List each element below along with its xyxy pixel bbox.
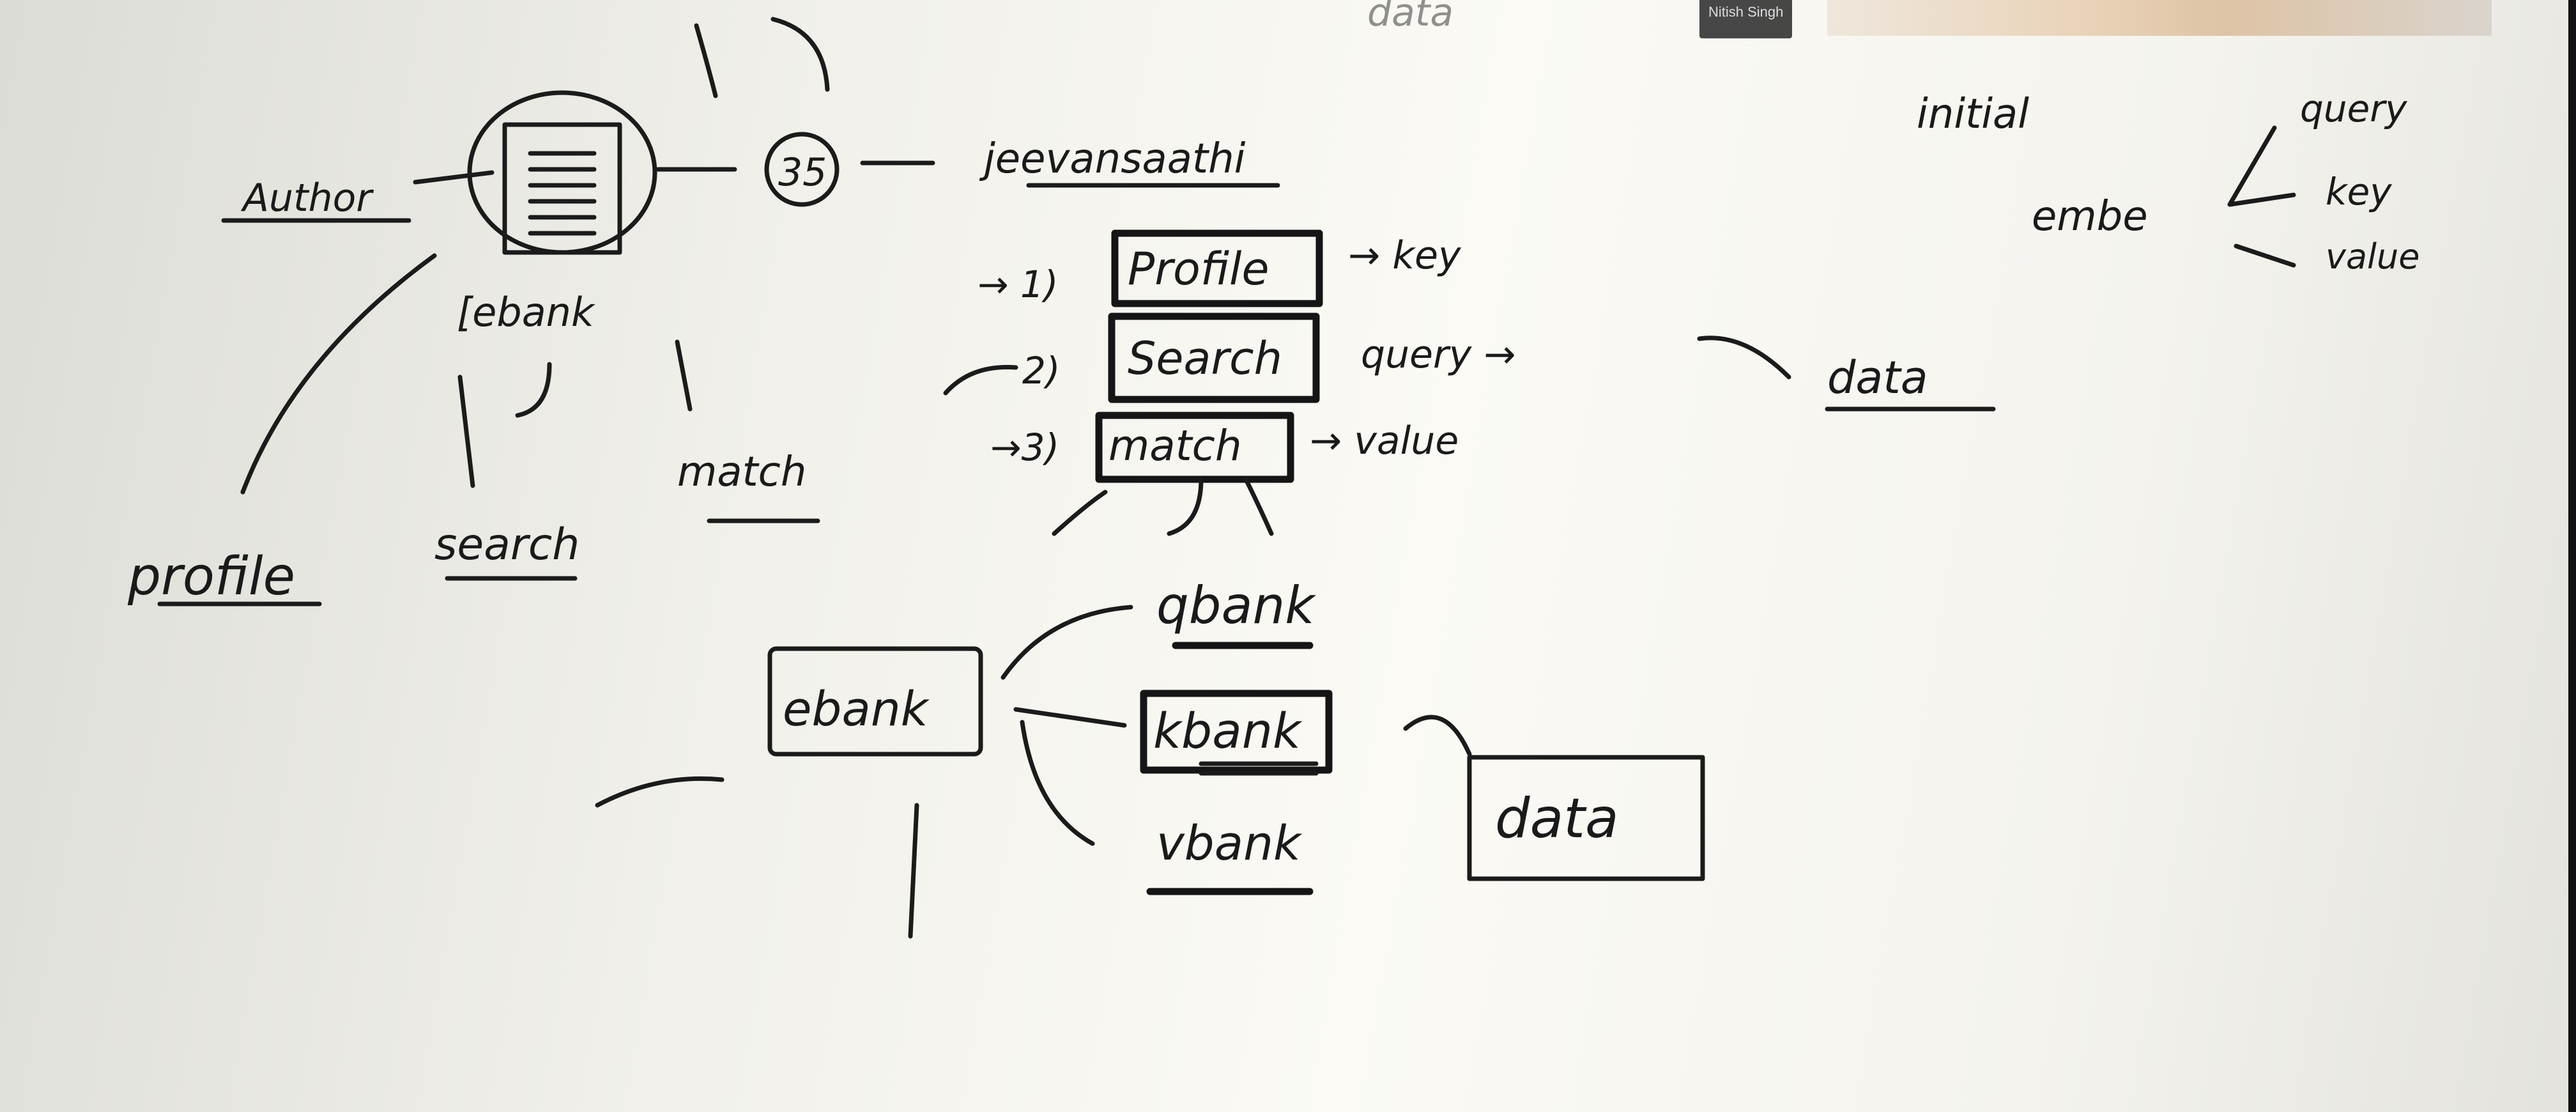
label-profile-left: profile bbox=[127, 546, 295, 607]
branch-arrow-value bbox=[2234, 243, 2296, 268]
step2-box-label: Search bbox=[1128, 332, 1282, 385]
arrow-to-search bbox=[457, 375, 475, 488]
step2-prefix: 2) bbox=[1022, 349, 1061, 392]
arrow-to-kbank bbox=[1013, 707, 1127, 728]
kbank-box bbox=[1140, 690, 1333, 774]
label-match-left: match bbox=[677, 449, 806, 496]
curve-up-arrow bbox=[515, 362, 552, 418]
label-author: Author bbox=[240, 176, 374, 220]
document-lines bbox=[528, 151, 597, 236]
label-qbank: qbank bbox=[1156, 576, 1316, 635]
label-jeevansaathi: jeevansaathi bbox=[979, 135, 1246, 183]
arrow-into-match-3 bbox=[1243, 477, 1274, 536]
label-kbank: kbank bbox=[1153, 702, 1303, 759]
arrow-to-data-box bbox=[1403, 714, 1472, 757]
arrow-into-ebank bbox=[595, 776, 724, 808]
screen-bezel bbox=[2568, 0, 2576, 1112]
ebank-box bbox=[767, 646, 983, 757]
presenter-video-thumbnail bbox=[1827, 0, 2492, 36]
step3-prefix: →3) bbox=[990, 426, 1059, 469]
arrow-to-profile bbox=[240, 253, 437, 495]
arrow-to-vbank bbox=[1020, 720, 1095, 846]
step3-output: → value bbox=[1310, 419, 1459, 463]
arrow-into-match-1 bbox=[1052, 490, 1108, 536]
arrow-down-2 bbox=[770, 17, 830, 92]
step1-output: → key bbox=[1348, 233, 1462, 278]
arrow-author-doc bbox=[413, 170, 494, 185]
document-circle bbox=[467, 90, 657, 255]
label-key-right: key bbox=[2326, 170, 2392, 213]
label-ebank-box: ebank bbox=[783, 682, 930, 737]
label-vbank: vbank bbox=[1156, 816, 1303, 871]
number-circle bbox=[764, 132, 839, 207]
label-search-left: search bbox=[434, 520, 579, 570]
search-box bbox=[1108, 313, 1320, 403]
label-value-right: value bbox=[2326, 236, 2420, 277]
label-data-mid: data bbox=[1827, 351, 1928, 404]
step1-prefix: → 1) bbox=[977, 263, 1059, 306]
document-icon bbox=[502, 122, 622, 255]
label-ebank-top: [ebank bbox=[457, 289, 595, 336]
arrow-to-qbank bbox=[1000, 605, 1133, 680]
step3-box-label: match bbox=[1108, 421, 1242, 470]
arrow-into-match-2 bbox=[1167, 477, 1204, 536]
arrow-to-data-mid bbox=[1697, 336, 1791, 380]
step1-box-label: Profile bbox=[1128, 243, 1269, 295]
presenter-name-tag: Nitish Singh bbox=[1699, 0, 1793, 38]
step2-curve-arrow bbox=[943, 365, 1018, 396]
match-box bbox=[1095, 412, 1294, 483]
profile-box bbox=[1111, 229, 1323, 307]
label-query-right: query bbox=[2300, 87, 2407, 130]
branch-arrows bbox=[2227, 125, 2296, 207]
label-data-box: data bbox=[1495, 787, 1619, 851]
label-embe: embe bbox=[2032, 193, 2148, 240]
arrow-up-ebank bbox=[908, 803, 919, 939]
label-data-top: data bbox=[1367, 0, 1453, 35]
label-35: 35 bbox=[778, 150, 827, 195]
arrow-to-match-left bbox=[675, 339, 693, 412]
kbank-underline bbox=[1199, 761, 1319, 776]
step2-output: query → bbox=[1361, 332, 1516, 377]
arrow-down-1 bbox=[694, 23, 718, 98]
label-initial: initial bbox=[1917, 91, 2029, 138]
data-box bbox=[1467, 755, 1705, 881]
